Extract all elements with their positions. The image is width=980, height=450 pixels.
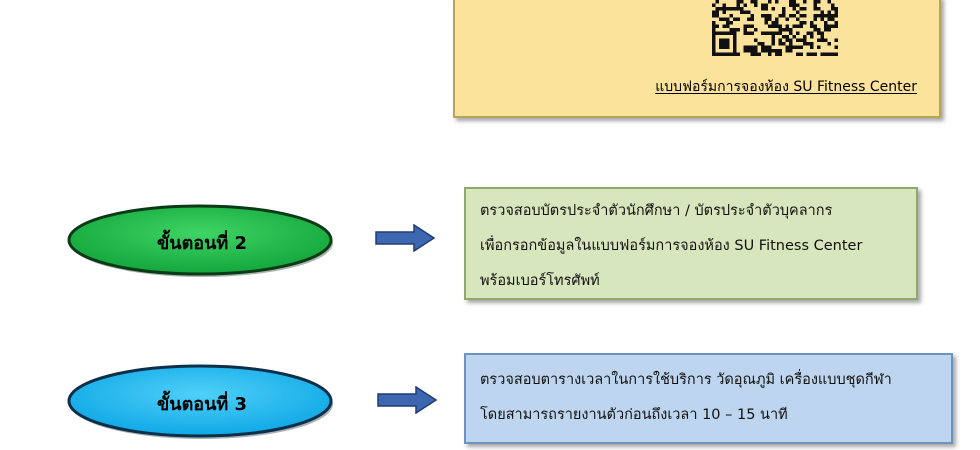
step-3-line-1: ตรวจสอบตารางเวลาในการใช้บริการ วัดอุณภูม… [480, 372, 892, 388]
step-3-oval-shape [67, 364, 333, 439]
step-3-line-2: โดยสามารถรายงานตัวก่อนถึงเวลา 10 – 15 นา… [480, 407, 788, 423]
step-2-oval-shape [67, 204, 333, 277]
step-2-line-2: เพื่อกรอกข้อมูลในแบบฟอร์มการจองห้อง SU F… [480, 238, 863, 254]
step-2-line-1: ตรวจสอบบัตรประจำตัวนักศึกษา / บัตรประจำต… [480, 203, 833, 219]
step-3-badge: ขั้นตอนที่ 3 [66, 363, 338, 443]
step-2-label: ขั้นตอนที่ 2 [156, 233, 248, 254]
step-2-line-3: พร้อมเบอร์โทรศัพท์ [480, 273, 600, 289]
step-3-details: ตรวจสอบตารางเวลาในการใช้บริการ วัดอุณภูม… [464, 353, 953, 444]
booking-form-panel: แบบฟอร์มการจองห้อง SU Fitness Center [453, 0, 941, 118]
step-2-details: ตรวจสอบบัตรประจำตัวนักศึกษา / บัตรประจำต… [464, 187, 918, 300]
step-2-badge: ขั้นตอนที่ 2 [66, 203, 338, 281]
right-arrow-icon [377, 386, 438, 414]
step-3-label: ขั้นตอนที่ 3 [156, 394, 248, 415]
booking-form-link[interactable]: แบบฟอร์มการจองห้อง SU Fitness Center [655, 79, 917, 95]
qr-code-icon[interactable] [712, 0, 838, 56]
right-arrow-icon [375, 224, 436, 252]
